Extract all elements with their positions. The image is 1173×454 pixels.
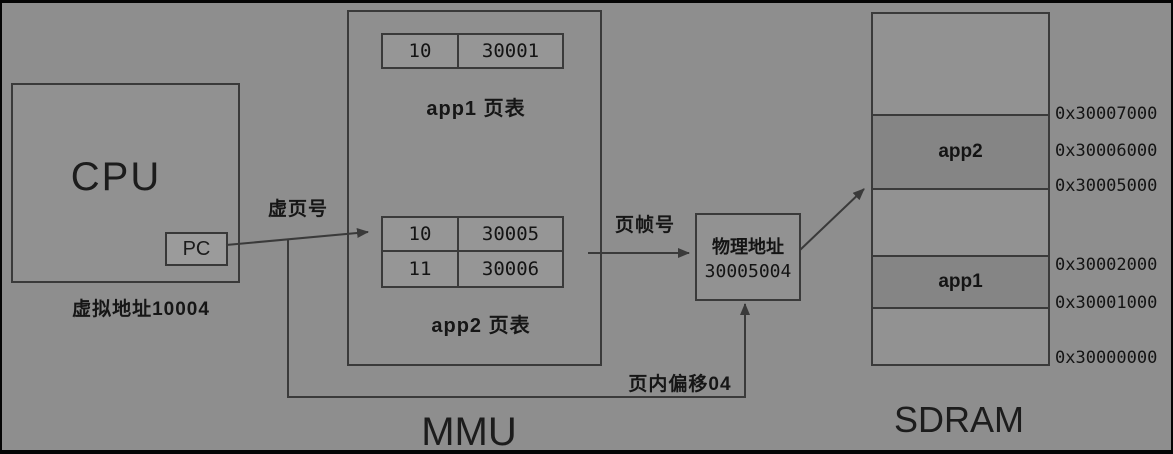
sdram-box: app2 app1: [871, 12, 1050, 366]
app2-page-table: 10 30005 11 30006: [381, 216, 564, 288]
address-label-0x30002000: 0x30002000: [1055, 255, 1158, 275]
pc-register: PC: [165, 232, 228, 266]
mmu-title: MMU: [421, 410, 517, 454]
address-label-0x30006000: 0x30006000: [1055, 141, 1158, 161]
address-label-0x30007000: 0x30007000: [1055, 104, 1158, 124]
sdram-free-region: [873, 306, 1048, 364]
page-table-cell-pfn: 30006: [459, 252, 564, 288]
page-table-cell-vpn: 11: [381, 252, 459, 288]
physical-address-box: 物理地址 30005004: [695, 213, 801, 301]
app1-table-caption: app1 页表: [426, 98, 526, 120]
page-table-row: 10 30005: [381, 216, 564, 252]
virtual-address-caption: 虚拟地址10004: [72, 299, 210, 320]
sdram-free-region: [873, 14, 1048, 114]
sdram-app1-region: app1: [873, 255, 1048, 307]
page-table-cell-vpn: 10: [381, 216, 459, 252]
address-label-0x30005000: 0x30005000: [1055, 176, 1158, 196]
address-label-0x30001000: 0x30001000: [1055, 293, 1158, 313]
page-table-cell-pfn: 30001: [459, 33, 564, 69]
page-offset-label: 页内偏移04: [628, 374, 732, 395]
sdram-free-region: [873, 187, 1048, 255]
page-frame-number-label: 页帧号: [614, 215, 676, 236]
app2-table-caption: app2 页表: [431, 315, 531, 337]
pc-register-label: PC: [182, 237, 211, 260]
virtual-page-number-label: 虚页号: [267, 199, 329, 220]
physical-address-value: 30005004: [704, 260, 792, 282]
app1-page-table: 10 30001: [381, 33, 564, 69]
physical-address-title: 物理地址: [712, 236, 784, 257]
sdram-title: SDRAM: [893, 399, 1025, 440]
address-label-0x30000000: 0x30000000: [1055, 348, 1158, 368]
sdram-app2-region: app2: [873, 113, 1048, 188]
page-table-cell-vpn: 10: [381, 33, 459, 69]
cpu-title: CPU: [70, 155, 162, 199]
page-table-row: 11 30006: [381, 252, 564, 288]
page-table-cell-pfn: 30005: [459, 216, 564, 252]
page-table-row: 10 30001: [381, 33, 564, 69]
diagram-background: CPU PC 虚拟地址10004 10 30001 app1 页表 10 300…: [2, 3, 1171, 454]
